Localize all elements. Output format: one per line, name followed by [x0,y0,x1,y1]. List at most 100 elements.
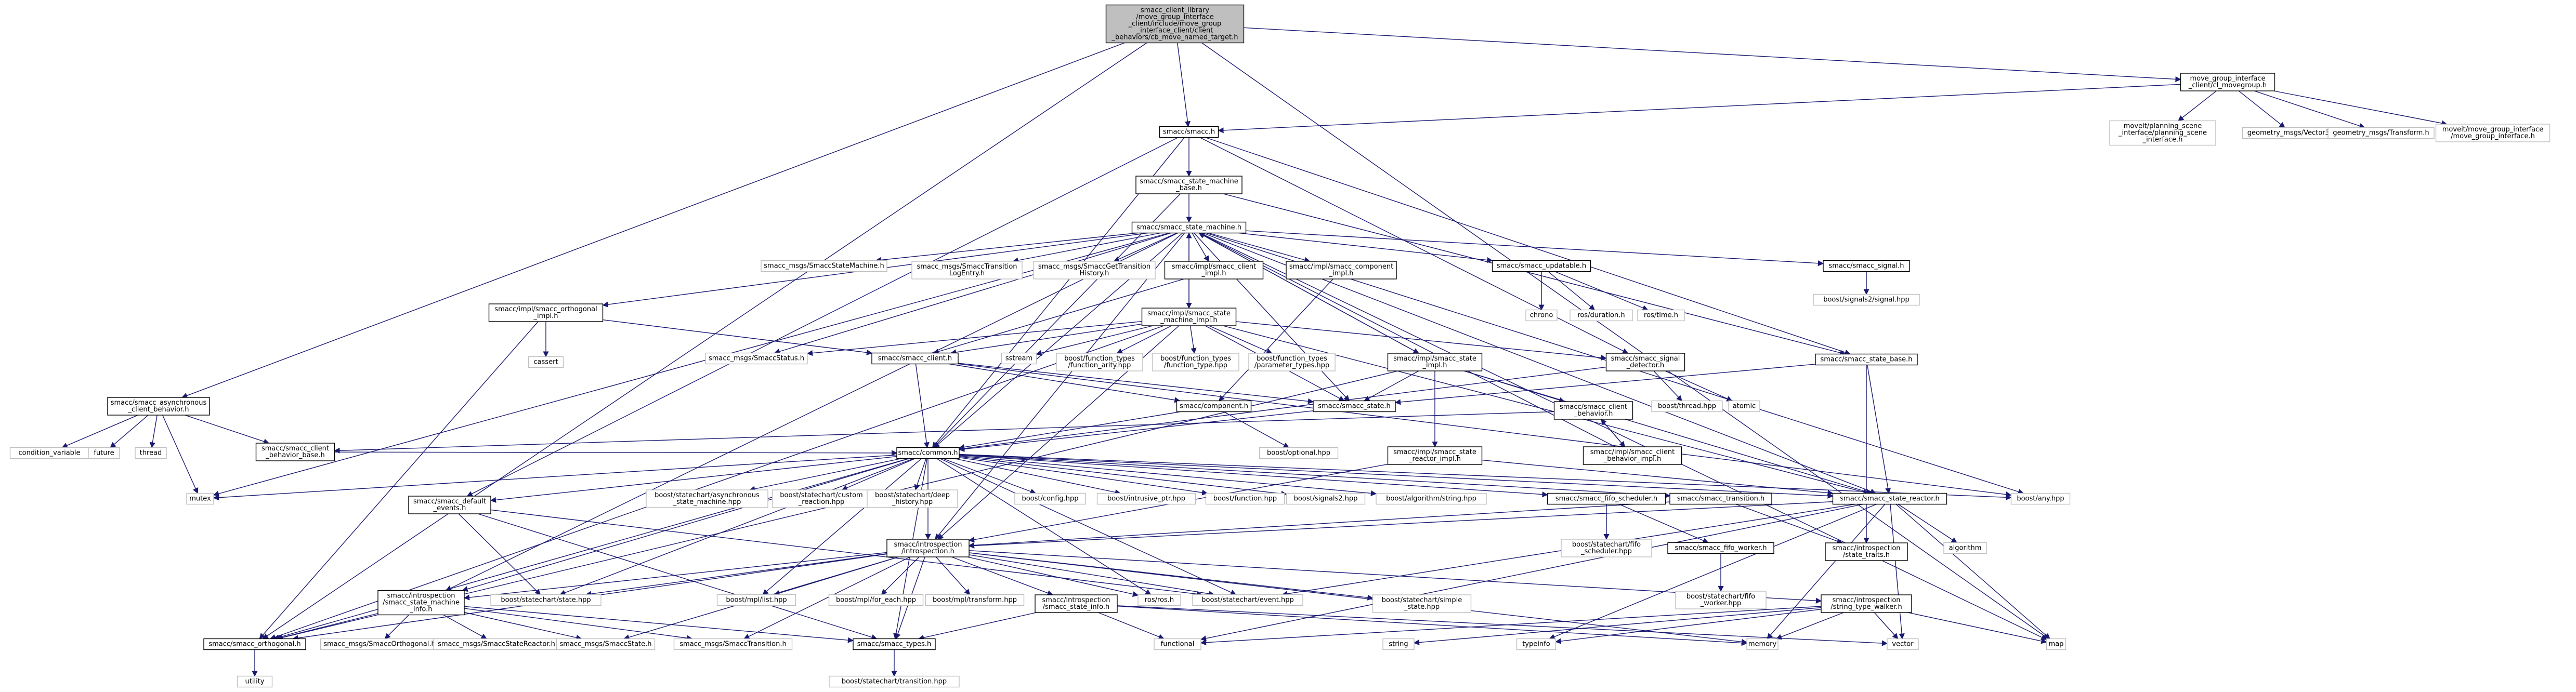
node-utility[interactable]: utility [237,675,273,688]
node-intro[interactable]: smacc/introspection/introspection.h [886,539,970,557]
node-orthogonal[interactable]: smacc/smacc_orthogonal.h [203,638,306,650]
node-clientimpl[interactable]: smacc/impl/smacc_client_impl.h [1164,261,1264,280]
node-label-line: smacc_msgs/SmaccGetTransition [1038,263,1150,271]
node-bany[interactable]: boost/any.hpp [2010,493,2071,505]
node-mutex[interactable]: mutex [186,493,214,505]
node-smi[interactable]: smacc/introspection/smacc_state_machine_… [377,590,465,616]
node-cbbase[interactable]: smacc/smacc_client_behavior_base.h [255,443,335,461]
node-types[interactable]: smacc/smacc_types.h [853,638,936,650]
node-stw[interactable]: smacc/introspection/string_type_walker.h [1821,594,1912,613]
node-bthread[interactable]: boost/thread.hpp [1651,400,1723,412]
node-custreact[interactable]: boost/statechart/custom_reaction.hpp [772,489,871,508]
node-cbh[interactable]: smacc/smacc_client_behavior.h [1553,401,1633,420]
node-orthmsg[interactable]: smacc_msgs/SmaccOrthogonal.h [320,638,439,650]
node-common[interactable]: smacc/common.h [896,447,960,459]
node-chrono[interactable]: chrono [1525,309,1558,322]
node-label-line: smacc/smacc_signal.h [1828,262,1904,270]
node-label-line: boost/function_types [1064,355,1135,363]
node-algstring[interactable]: boost/algorithm/string.hpp [1376,493,1487,505]
node-vec3[interactable]: geometry_msgs/Vector3.h [2242,127,2342,139]
node-smsg[interactable]: smacc_msgs/SmaccStateMachine.h [761,260,887,272]
node-condvar[interactable]: condition_variable [9,447,89,459]
node-simplestate[interactable]: boost/statechart/simple_state.hpp [1372,594,1472,613]
node-btransition[interactable]: boost/statechart/transition.hpp [829,675,960,688]
node-pscene[interactable]: moveit/planning_scene_interface/planning… [2109,120,2216,146]
node-future[interactable]: future [88,447,120,459]
node-compimpl[interactable]: smacc/impl/smacc_component_impl.h [1286,261,1397,280]
node-bstate[interactable]: boost/statechart/state.hpp [490,594,601,606]
node-mgi[interactable]: move_group_interface_client/cl_movegroup… [2180,73,2276,91]
node-map[interactable]: map [2046,638,2067,650]
node-optional[interactable]: boost/optional.hpp [1259,447,1339,459]
node-box [1815,353,1918,366]
node-mpllist[interactable]: boost/mpl/list.hpp [716,594,796,606]
node-signals2[interactable]: boost/signals2/signal.hpp [1813,294,1920,306]
node-function[interactable]: boost/function.hpp [1205,493,1285,505]
node-updatable[interactable]: smacc/smacc_updatable.h [1492,260,1591,272]
node-box [1164,261,1264,280]
node-fttype[interactable]: boost/function_types/function_type.hpp [1152,353,1239,371]
node-srimpl[interactable]: smacc/impl/smacc_state_reactor_impl.h [1387,446,1483,465]
node-mpltransform[interactable]: boost/mpl/transform.hpp [925,594,1025,606]
node-ssi[interactable]: smacc/introspection/smacc_state_info.h [1035,594,1118,613]
node-algorithm[interactable]: algorithm [1943,542,1987,554]
node-rostime[interactable]: ros/time.h [1637,309,1685,322]
node-state[interactable]: smacc/smacc_state.h [1313,400,1396,412]
node-client[interactable]: smacc/smacc_client.h [871,352,959,365]
node-sigdet[interactable]: smacc/smacc_signal_detector.h [1605,353,1685,371]
node-label-line: smacc/smacc_client.h [878,355,952,363]
node-rosros[interactable]: ros/ros.h [1137,594,1181,606]
node-label-line: smacc/smacc_transition.h [1677,495,1765,503]
node-vector[interactable]: vector [1887,638,1919,650]
node-event[interactable]: boost/statechart/event.hpp [1192,594,1303,606]
node-config[interactable]: boost/config.hpp [1014,493,1086,505]
node-stateinfo[interactable]: smacc/introspection/state_traits.h [1825,542,1908,561]
node-box [1637,309,1685,322]
node-bsignals2[interactable]: boost/signals2.hpp [1286,493,1366,505]
node-label-line: smacc/smacc_default [413,498,486,505]
node-defevents[interactable]: smacc/smacc_default_events.h [408,496,491,514]
node-fifosch[interactable]: smacc/smacc_fifo_scheduler.h [1547,493,1666,505]
node-root[interactable]: smacc_client_library/move_group_interfac… [1105,4,1245,44]
node-cbimpl[interactable]: smacc/impl/smacc_client_behavior_impl.h [1583,446,1682,465]
node-ftparam[interactable]: boost/function_types/parameter_types.hpp [1248,353,1336,371]
node-memory[interactable]: memory [1746,638,1779,650]
node-statebase[interactable]: smacc/smacc_state_base.h [1815,353,1918,366]
node-cassert[interactable]: cassert [528,356,564,368]
node-fifoschhpp[interactable]: boost/statechart/fifo_scheduler.hpp [1561,539,1652,557]
node-typeinfo[interactable]: typeinfo [1516,638,1557,650]
node-asm[interactable]: boost/statechart/asynchronous_state_mach… [646,489,768,508]
node-smbase[interactable]: smacc/smacc_state_machine_base.h [1135,176,1243,194]
node-component[interactable]: smacc/component.h [1176,400,1252,412]
node-fifoworkerhpp[interactable]: boost/statechart/fifo_worker.hpp [1675,591,1767,609]
node-stateimpl[interactable]: smacc/impl/smacc_state_impl.h [1387,353,1483,371]
node-sm[interactable]: smacc/smacc_state_machine.h [1131,221,1247,234]
node-mplforeach[interactable]: boost/mpl/for_each.hpp [828,594,924,606]
node-sstream[interactable]: sstream [1001,352,1037,365]
edge-intro-mpltransform [935,556,971,595]
node-functional[interactable]: functional [1154,638,1201,650]
node-mgih[interactable]: moveit/move_group_interface/move_group_i… [2435,124,2551,142]
node-transmsg[interactable]: smacc_msgs/SmaccTransition.h [673,638,793,650]
node-smacc[interactable]: smacc/smacc.h [1159,126,1219,138]
node-srmsg[interactable]: smacc_msgs/SmaccStateReactor.h [433,638,560,650]
node-reactor[interactable]: smacc/smacc_state_reactor.h [1832,493,1947,505]
node-statemsg[interactable]: smacc_msgs/SmaccState.h [556,638,656,650]
node-string[interactable]: string [1382,638,1415,650]
node-transition[interactable]: smacc/smacc_transition.h [1669,493,1772,505]
node-deephist[interactable]: boost/statechart/deep_history.hpp [867,489,958,508]
node-atomic[interactable]: atomic [1728,400,1760,412]
node-asyncb[interactable]: smacc/smacc_asynchronous_client_behavior… [107,397,210,416]
node-smimpl[interactable]: smacc/impl/smacc_state_machine_impl.h [1141,308,1237,326]
node-rosdur[interactable]: ros/duration.h [1570,309,1633,322]
node-ftarity[interactable]: boost/function_types/function_arity.hpp [1056,353,1143,371]
node-intrusive[interactable]: boost/intrusive_ptr.hpp [1096,493,1196,505]
node-signal[interactable]: smacc/smacc_signal.h [1823,260,1910,272]
node-thread[interactable]: thread [135,447,167,459]
node-status[interactable]: smacc_msgs/SmaccStatus.h [705,352,808,365]
node-fifoworker[interactable]: smacc/smacc_fifo_worker.h [1667,542,1774,554]
node-transform[interactable]: geometry_msgs/Transform.h [2327,127,2435,139]
node-orthimpl[interactable]: smacc/impl/smacc_orthogonal_impl.h [488,303,604,322]
